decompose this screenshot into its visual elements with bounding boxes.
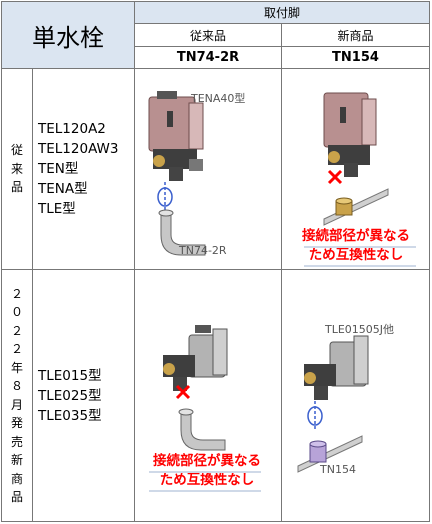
mounting-leg-illustration — [158, 209, 206, 256]
row2-category-cell: ２ ０ ２ ２ 年 ８ 月 発 売 新 商 品 — [1, 269, 33, 522]
connector-ok-icon — [307, 401, 323, 431]
conventional-model: TN74-2R — [176, 50, 240, 65]
mounting-leg-illustration — [323, 188, 389, 226]
leg-label: TN154 — [320, 463, 356, 476]
row1-category: 従 来 品 — [10, 143, 23, 195]
col-conventional-header: 従来品 — [134, 23, 282, 47]
new-model: TN154 — [332, 50, 379, 65]
row2-conventional-cell: 接続部径が異なる ため互換性なし — [134, 269, 282, 522]
incompatible-cross-icon — [327, 169, 343, 185]
faucet-unit-illustration — [323, 92, 377, 177]
model-name: TENA型 — [38, 181, 88, 197]
warning-underline — [149, 490, 261, 492]
model-name: TEN型 — [38, 161, 79, 177]
mounting-leg-illustration — [297, 435, 363, 473]
col-new-header: 新商品 — [281, 23, 430, 47]
row2-models-cell: TLE015型 TLE025型 TLE035型 — [32, 269, 135, 522]
incompatibility-warning: 接続部径が異なる ため互換性なし — [153, 453, 261, 488]
warning-underline — [304, 246, 416, 248]
warning-underline — [304, 265, 416, 267]
table-title: 単水栓 — [32, 23, 104, 52]
row1-models-cell: TEL120A2 TEL120AW3 TEN型 TENA型 TLE型 — [32, 68, 135, 270]
unit-label: TLE01505J他 — [325, 323, 395, 336]
model-name: TLE型 — [38, 201, 76, 217]
row2-category: ２ ０ ２ ２ 年 ８ 月 発 売 新 商 品 — [10, 286, 23, 505]
row2-new-cell: TLE01505J他 TN154 — [281, 269, 430, 522]
model-name: TLE025型 — [38, 387, 102, 404]
new-model-cell: TN154 — [281, 46, 430, 69]
group-header-cell: 取付脚 — [134, 1, 430, 24]
incompatible-cross-icon — [175, 384, 191, 400]
incompatibility-warning: 接続部径が異なる ため互換性なし — [302, 228, 410, 263]
title-cell: 単水栓 — [1, 1, 135, 69]
row1-new-cell: 接続部径が異なる ため互換性なし — [281, 68, 430, 270]
model-name: TEL120A2 — [38, 121, 106, 137]
warning-underline — [149, 471, 261, 473]
unit-label: TENA40型 — [191, 92, 246, 105]
leg-label: TN74-2R — [179, 244, 227, 257]
faucet-unit-illustration — [163, 325, 228, 391]
group-header-label: 取付脚 — [263, 6, 300, 20]
mounting-leg-illustration — [178, 408, 226, 451]
row1-conventional-cell: TENA40型 TN74-2R — [134, 68, 282, 270]
faucet-unit-illustration — [304, 335, 369, 400]
conventional-model-cell: TN74-2R — [134, 46, 282, 69]
model-name: TLE035型 — [38, 407, 102, 424]
model-name: TEL120AW3 — [38, 141, 119, 157]
model-name: TLE015型 — [38, 367, 102, 384]
faucet-unit-illustration — [148, 91, 204, 181]
connector-ok-icon — [157, 182, 173, 212]
row1-category-cell: 従 来 品 — [1, 68, 33, 270]
